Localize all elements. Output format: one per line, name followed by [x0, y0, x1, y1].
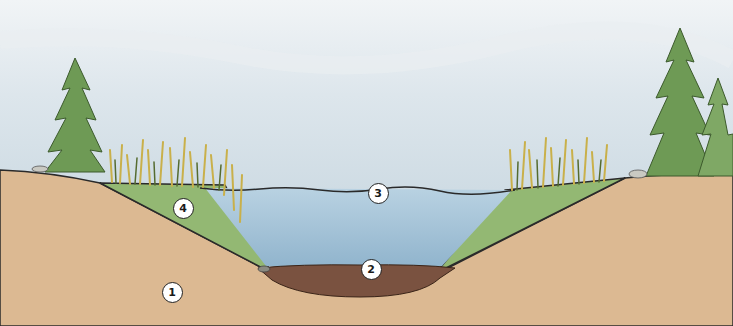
tree — [698, 78, 733, 176]
callout-marker: 1 — [162, 282, 183, 303]
callout-number: 4 — [179, 203, 187, 214]
water-surface — [200, 187, 515, 194]
water — [205, 188, 512, 270]
callout-marker: 2 — [361, 259, 382, 280]
reeds — [510, 138, 607, 190]
callout-marker: 3 — [368, 183, 389, 204]
callout-marker: 4 — [173, 198, 194, 219]
ground — [0, 170, 733, 326]
sediment — [258, 265, 455, 297]
reeds — [115, 158, 221, 190]
rock — [629, 170, 647, 178]
callout-number: 2 — [367, 264, 375, 275]
rock — [258, 266, 270, 272]
reeds — [110, 138, 242, 222]
tree — [646, 28, 714, 176]
cloud — [0, 31, 733, 66]
tree — [45, 58, 105, 172]
callout-number: 3 — [374, 188, 382, 199]
reeds — [517, 158, 601, 190]
rock — [32, 166, 48, 172]
callout-number: 1 — [168, 287, 176, 298]
